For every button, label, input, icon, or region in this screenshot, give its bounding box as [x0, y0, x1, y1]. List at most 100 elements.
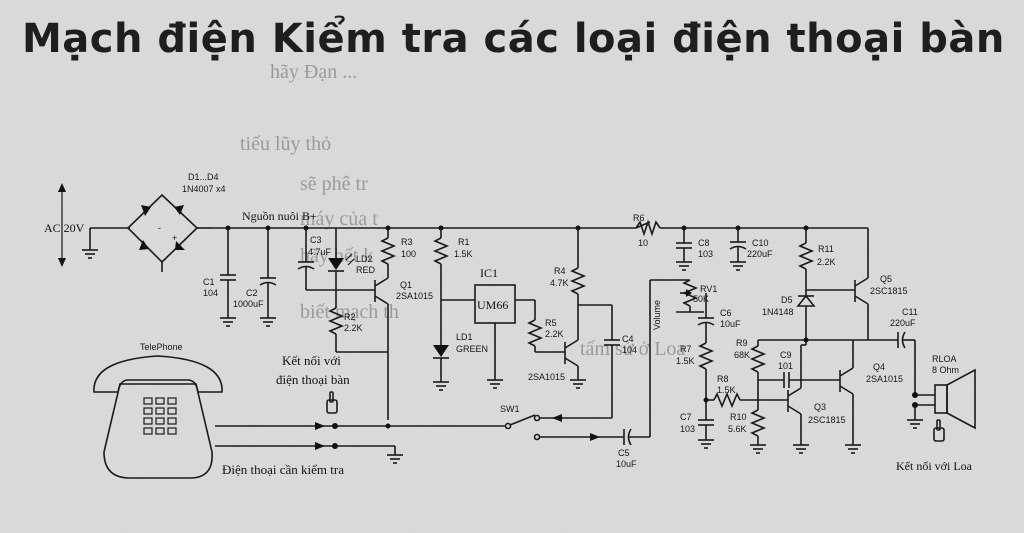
pointing-hand-icon: [933, 419, 945, 442]
c3-value: 4.7uF: [308, 247, 332, 257]
c7-capacitor: C7 103: [680, 400, 714, 449]
connect-phone-label-line1: Kết nối với: [282, 353, 341, 368]
r1-value: 1.5K: [454, 249, 473, 259]
c9-name: C9: [780, 350, 792, 360]
r7-resistor: R7 1.5K: [676, 342, 715, 400]
r1-resistor: R1 1.5K: [432, 228, 475, 345]
q3-value: 2SC1815: [808, 415, 846, 425]
ground-symbol: [82, 249, 98, 259]
c10-name: C10: [752, 238, 769, 248]
c2-value: 1000uF: [233, 299, 264, 309]
r7-value: 1.5K: [676, 356, 695, 366]
connect-phone-label-line2: điện thoại bàn: [276, 372, 350, 387]
rv1-name: RV1: [700, 284, 717, 294]
c5-value: 10uF: [616, 459, 637, 469]
q1-value: 2SA1015: [396, 291, 433, 301]
c4-name: C4: [622, 334, 634, 344]
sw1-switch: SW1: [500, 404, 612, 441]
ac-source-label: AC 20V: [44, 221, 85, 235]
d5-name: D5: [781, 295, 793, 305]
c6-capacitor: C6 10uF: [697, 293, 741, 343]
rv1-value: 50K: [693, 294, 709, 304]
bleed-line: sẽ phê tr: [300, 173, 368, 195]
ld1-led: LD1 GREEN: [433, 332, 488, 391]
r9-value: 68K: [734, 350, 750, 360]
svg-text:-: -: [158, 223, 161, 233]
c4-value: 104: [622, 345, 637, 355]
c8-name: C8: [698, 238, 710, 248]
d5-diode: D5 1N4148: [762, 290, 816, 345]
bleed-line: biết mạch th: [300, 301, 399, 323]
rloa-name: RLOA: [932, 354, 957, 364]
pointing-hand-icon: [326, 391, 338, 414]
q3-transistor: Q3 2SC1815: [787, 344, 846, 454]
phone-line-wires: [215, 422, 505, 464]
c6-value: 10uF: [720, 319, 741, 329]
r11-name: R11: [818, 244, 834, 254]
r1-name: R1: [458, 237, 470, 247]
r2-value: 2.2K: [344, 323, 363, 333]
bridge-part: 1N4007 x4: [182, 184, 226, 194]
connect-speaker-label: Kết nối với Loa: [896, 459, 973, 473]
speaker: RLOA 8 Ohm: [907, 354, 976, 430]
bleed-line: tấm sử ở Loa: [580, 338, 685, 360]
r8-name: R8: [717, 374, 729, 384]
q4-transistor: Q4 2SA1015: [839, 340, 903, 454]
r3-resistor: R3 100: [379, 228, 416, 278]
c10-value: 220uF: [747, 249, 773, 259]
r6-name: R6: [633, 213, 645, 223]
q1-name: Q1: [400, 280, 412, 290]
ld2-value: RED: [356, 265, 376, 275]
r5-name: R5: [545, 318, 557, 328]
r8-value: 1.5K: [717, 385, 736, 395]
r10-name: R10: [730, 412, 747, 422]
rv1-volume: RV1 50K Volume: [649, 279, 717, 437]
r9-name: R9: [736, 338, 748, 348]
r4-name: R4: [554, 266, 566, 276]
r2-name: R2: [344, 312, 356, 322]
sw1-name: SW1: [500, 404, 520, 414]
c11-value: 220uF: [890, 318, 916, 328]
ld2-name: LD2: [356, 254, 373, 264]
c5-name: C5: [618, 448, 630, 458]
telephone-label: TelePhone: [140, 342, 183, 352]
c8-capacitor: C8 103: [676, 228, 713, 271]
c2-name: C2: [246, 288, 258, 298]
bleed-through-text: hãy Đạn ... tiếu lũy thỏ sẽ phê tr máy c…: [240, 61, 685, 360]
c2-capacitor: C2 1000uF: [233, 228, 277, 327]
c1-capacitor: C1 104: [203, 228, 236, 327]
ld1-name: LD1: [456, 332, 473, 342]
c7-value: 103: [680, 424, 695, 434]
ac-source: AC 20V: [44, 183, 130, 267]
bleed-line: máy của t: [300, 208, 378, 230]
ld1-value: GREEN: [456, 344, 488, 354]
r7-name: R7: [680, 344, 692, 354]
q3-name: Q3: [814, 402, 826, 412]
c11-capacitor: C11 220uF: [868, 307, 918, 395]
c6-name: C6: [720, 308, 732, 318]
c9-capacitor: C9 101: [758, 350, 840, 388]
phone-under-test-label: Điện thoại cần kiểm tra: [222, 462, 344, 477]
r9-resistor: R9 68K: [734, 337, 868, 400]
c1-value: 104: [203, 288, 218, 298]
r4-value: 4.7K: [550, 278, 569, 288]
volume-label: Volume: [652, 300, 662, 330]
telephone-icon: TelePhone: [93, 342, 223, 479]
bleed-line: tiếu lũy thỏ: [240, 133, 331, 155]
q4-name: Q4: [873, 362, 885, 372]
q5-name: Q5: [880, 274, 892, 284]
bridge-rectifier: - + D1...D4 1N4007 x4: [126, 172, 226, 272]
q5-value: 2SC1815: [870, 286, 908, 296]
c4-capacitor: C4 104: [604, 305, 637, 418]
svg-text:+: +: [172, 233, 177, 243]
supply-rail-label: Nguồn nuôi B+: [242, 209, 317, 223]
r3-name: R3: [401, 237, 413, 247]
c1-name: C1: [203, 277, 215, 287]
c5-capacitor: C5 10uF: [600, 428, 650, 469]
bridge-name: D1...D4: [188, 172, 219, 182]
r11-value: 2.2K: [817, 257, 836, 267]
r10-value: 5.6K: [728, 424, 747, 434]
r10-resistor: R10 5.6K: [728, 400, 767, 454]
keypad: [143, 397, 177, 435]
